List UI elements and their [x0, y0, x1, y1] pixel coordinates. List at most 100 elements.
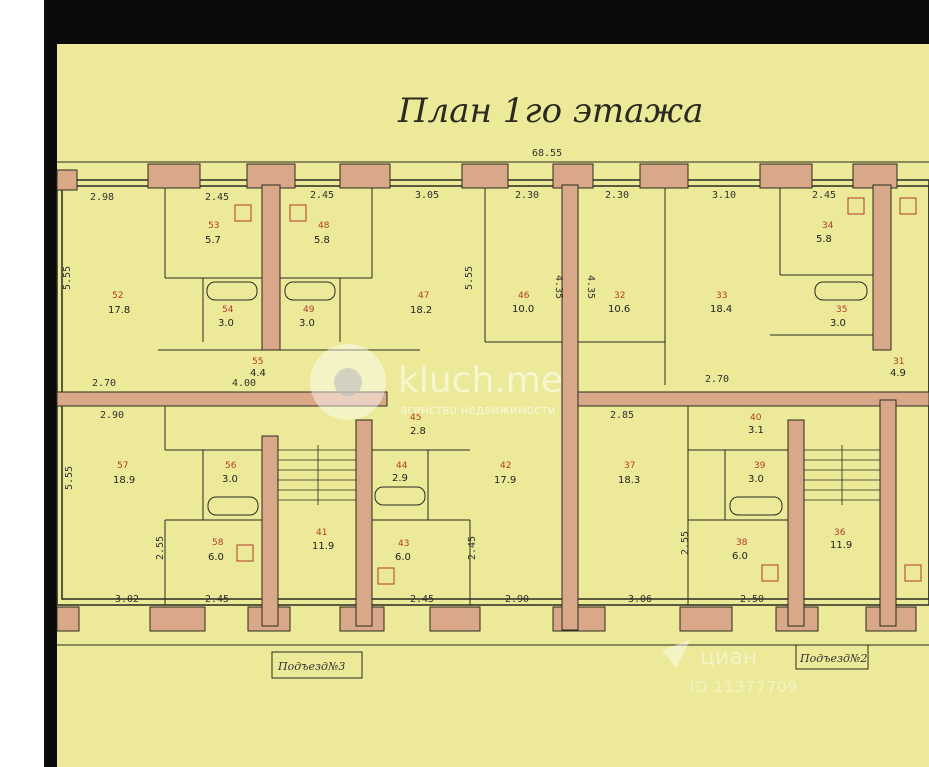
room-area: 5.8 [816, 234, 832, 245]
room-number: 56 [225, 461, 237, 471]
wall-piers [56, 163, 917, 632]
room-number: 55 [252, 357, 263, 367]
dim-top: 2.30 [605, 190, 629, 201]
dim-top: 2.98 [90, 192, 114, 203]
room-number: 53 [208, 221, 219, 231]
dim-mid: 2.90 [100, 410, 124, 421]
kluch-watermark: kluch.me агенство недвижимости [310, 344, 563, 420]
dim-top: 3.05 [415, 190, 439, 201]
room-labels: 52 17.8 53 5.7 54 3.0 48 5.8 49 3.0 47 1… [108, 221, 906, 563]
room-area: 18.9 [113, 475, 135, 486]
dim-top: 2.45 [310, 190, 334, 201]
room-number: 52 [112, 291, 123, 301]
room-area: 5.8 [314, 235, 330, 246]
kluch-watermark-subtitle: агенство недвижимости [400, 403, 556, 417]
dim-vertical: 4.35 [585, 275, 596, 299]
room-area: 11.9 [312, 541, 334, 552]
overall-length: 68.55 [532, 148, 562, 159]
room-number: 36 [834, 528, 846, 538]
room-number: 33 [716, 291, 727, 301]
room-area: 18.4 [710, 304, 732, 315]
room-number: 32 [614, 291, 625, 301]
room-area: 3.1 [748, 425, 764, 436]
dim-mid: 4.00 [232, 378, 256, 389]
entrance-2: Подъезд№2 [795, 644, 869, 670]
dim-bottom: 2.50 [740, 594, 764, 605]
dim-bottom: 2.45 [410, 594, 434, 605]
room-number: 35 [836, 305, 847, 315]
plan-title: План 1го этажа [397, 91, 703, 131]
room-area: 18.2 [410, 305, 432, 316]
room-area: 6.0 [395, 552, 411, 563]
entrance-3: Подъезд№3 [271, 651, 363, 679]
room-area: 2.9 [392, 473, 408, 484]
dim-bottom: 3.06 [628, 594, 652, 605]
entrance-3-label: Подъезд№3 [277, 660, 345, 673]
dim-vertical: 2.55 [680, 531, 691, 555]
room-area: 17.9 [494, 475, 516, 486]
room-number: 58 [212, 538, 224, 548]
room-area: 10.6 [608, 304, 630, 315]
room-number: 44 [396, 461, 408, 471]
room-area: 10.0 [512, 304, 534, 315]
room-area: 3.0 [299, 318, 315, 329]
bathtubs [206, 281, 868, 516]
dim-bottom: 2.45 [205, 594, 229, 605]
room-number: 40 [750, 413, 762, 423]
entrance-2-label: Подъезд№2 [799, 652, 867, 665]
room-number: 46 [518, 291, 530, 301]
dim-top: 2.45 [812, 190, 836, 201]
room-area: 18.3 [618, 475, 640, 486]
dim-vertical: 5.55 [62, 266, 73, 290]
room-number: 37 [624, 461, 635, 471]
room-area: 17.8 [108, 305, 130, 316]
room-area: 5.7 [205, 235, 221, 246]
room-number: 31 [893, 357, 904, 367]
dim-top: 2.30 [515, 190, 539, 201]
dim-bottom: 3.02 [115, 594, 139, 605]
dim-mid: 2.70 [705, 374, 729, 385]
room-number: 45 [410, 413, 421, 423]
left-margin-strip [0, 0, 46, 767]
room-number: 42 [500, 461, 511, 471]
cian-listing-id: ID 11377709 [690, 678, 798, 696]
dim-mid: 2.70 [92, 378, 116, 389]
dim-vertical: 5.55 [64, 466, 75, 490]
room-number: 57 [117, 461, 128, 471]
dim-vertical: 2.55 [155, 536, 166, 560]
kluch-watermark-text: kluch.me [398, 360, 563, 401]
room-number: 38 [736, 538, 748, 548]
room-number: 43 [398, 539, 409, 549]
stoves [234, 197, 922, 585]
dim-top: 2.45 [205, 192, 229, 203]
dimension-labels: 2.98 2.45 2.45 3.05 2.30 2.30 3.10 2.45 … [62, 190, 836, 605]
room-area: 4.4 [250, 368, 266, 379]
stairs-entrance-2 [804, 445, 880, 505]
room-number: 47 [418, 291, 429, 301]
interior-walls [56, 184, 929, 631]
room-number: 48 [318, 221, 330, 231]
room-area: 3.0 [830, 318, 846, 329]
dim-top: 3.10 [712, 190, 736, 201]
room-area: 3.0 [218, 318, 234, 329]
dim-vertical: 5.55 [464, 266, 475, 290]
room-area: 4.9 [890, 368, 906, 379]
dim-vertical: 2.45 [467, 536, 478, 560]
room-number: 39 [754, 461, 766, 471]
dim-mid: 2.85 [610, 410, 634, 421]
room-area: 6.0 [208, 552, 224, 563]
cian-watermark: циан ID 11377709 [662, 640, 798, 696]
dim-vertical: 4.35 [553, 275, 564, 299]
dim-bottom: 2.90 [505, 594, 529, 605]
room-area: 11.9 [830, 540, 852, 551]
room-area: 2.8 [410, 426, 426, 437]
room-area: 3.0 [222, 474, 238, 485]
room-number: 41 [316, 528, 327, 538]
room-area: 6.0 [732, 551, 748, 562]
stairs-entrance-3 [278, 445, 356, 505]
partitions [158, 188, 873, 605]
room-number: 54 [222, 305, 234, 315]
room-number: 34 [822, 221, 834, 231]
room-area: 3.0 [748, 474, 764, 485]
